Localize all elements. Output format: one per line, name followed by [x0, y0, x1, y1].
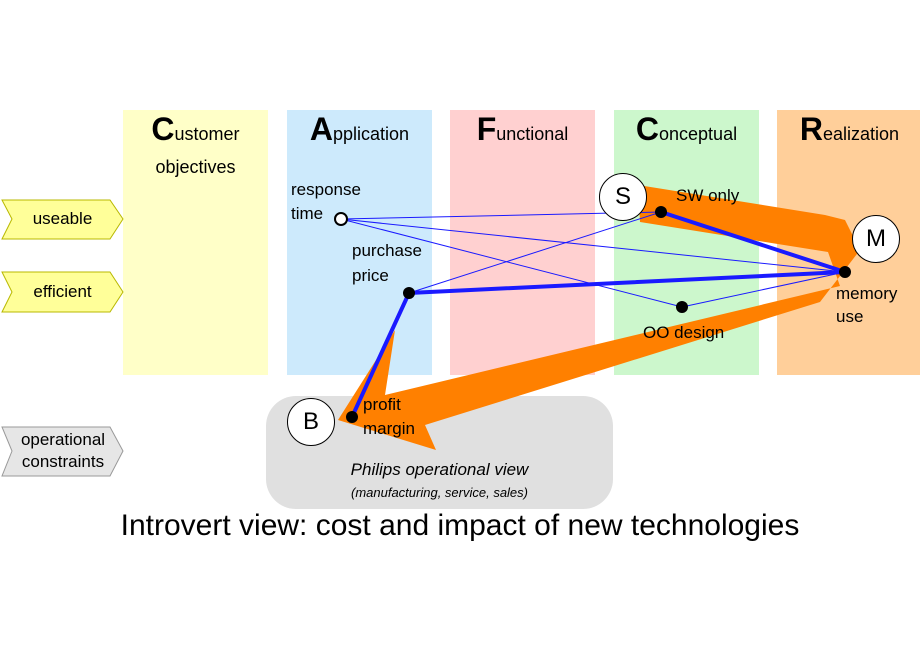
marker-b: B — [287, 398, 335, 446]
column-title-functional: Functional — [476, 111, 569, 147]
sw-only-label: SW only — [676, 186, 740, 205]
marker-s: S — [599, 173, 647, 221]
column-title-customer: Customer — [151, 111, 240, 147]
oo-design-node — [676, 301, 688, 313]
memory-use-label-1: memory — [836, 284, 898, 303]
column-subtitle-customer: objectives — [155, 157, 236, 177]
operational-view-title: Philips operational view — [350, 460, 529, 479]
thick-links — [350, 210, 847, 419]
column-application — [287, 110, 432, 375]
memory-use-node — [839, 266, 851, 278]
operational-tag-shape — [1, 426, 124, 477]
memory-use-label-2: use — [836, 307, 864, 326]
column-customer — [123, 110, 268, 375]
profit-margin-label-1: profit — [363, 395, 401, 414]
efficient-tag: efficient — [33, 282, 92, 301]
tag-arrows — [1, 199, 124, 477]
useable-tag-shape — [1, 199, 124, 240]
purchase-price-node — [403, 287, 415, 299]
operational-tag-line2: constraints — [21, 452, 105, 471]
profit-margin-label-2: margin — [363, 419, 415, 438]
response-time-node — [334, 212, 348, 226]
purchase-price-label-1: purchase — [352, 241, 422, 260]
useable-tag: useable — [32, 209, 93, 228]
marker-m: M — [852, 215, 900, 263]
oo-design-label: OO design — [643, 323, 725, 342]
response-time-label-1: response — [291, 180, 361, 199]
response-time-label-2: time — [291, 204, 324, 223]
column-title-conceptual: Conceptual — [635, 111, 738, 147]
orange-path — [338, 185, 860, 450]
profit-margin-node — [346, 411, 358, 423]
sw-only-node — [655, 206, 667, 218]
operational-view-subtitle: (manufacturing, service, sales) — [350, 485, 528, 500]
operational-tag-line1: operational — [20, 430, 106, 449]
column-title-application: Application — [309, 111, 410, 147]
column-title-realization: Realization — [799, 111, 900, 147]
efficient-tag-shape — [1, 271, 124, 313]
purchase-price-label-2: price — [352, 266, 389, 285]
diagram-caption: Introvert view: cost and impact of new t… — [120, 509, 800, 542]
column-functional — [450, 110, 595, 375]
